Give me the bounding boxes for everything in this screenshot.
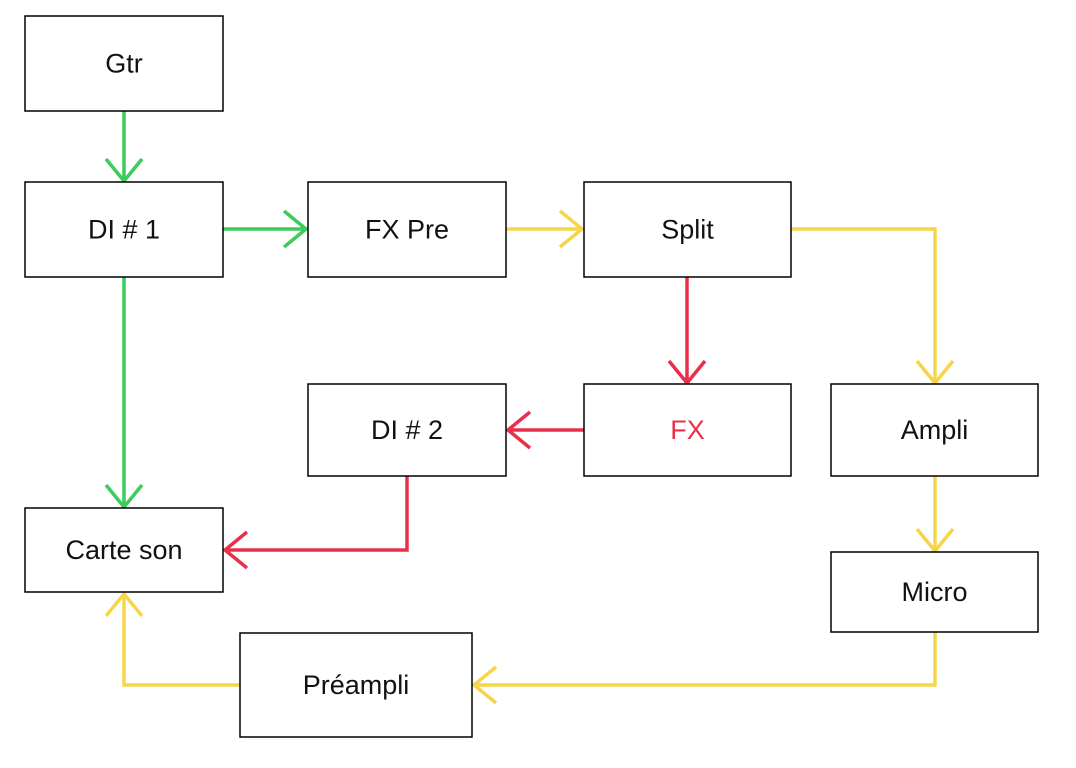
arrowhead bbox=[104, 157, 144, 184]
arrowhead bbox=[471, 665, 498, 705]
edge-di1-carte bbox=[104, 277, 144, 510]
node-ampli: Ampli bbox=[830, 383, 1039, 477]
edge-line bbox=[474, 632, 937, 687]
node-micro: Micro bbox=[830, 551, 1039, 633]
node-label: Carte son bbox=[65, 535, 182, 565]
node-label: DI # 2 bbox=[371, 415, 443, 445]
node-di1: DI # 1 bbox=[24, 181, 224, 278]
node-box bbox=[830, 551, 1039, 633]
arrowhead bbox=[667, 359, 707, 386]
node-gtr: Gtr bbox=[24, 15, 224, 112]
node-box bbox=[307, 181, 507, 278]
node-box bbox=[307, 383, 507, 477]
node-box bbox=[24, 15, 224, 112]
node-split: Split bbox=[583, 181, 792, 278]
node-label: Préampli bbox=[303, 670, 410, 700]
edge-line bbox=[791, 227, 937, 383]
edge-di2-carte bbox=[222, 476, 409, 570]
node-label: Ampli bbox=[901, 415, 969, 445]
arrowhead bbox=[104, 591, 144, 618]
node-label: Micro bbox=[902, 577, 968, 607]
edge-micro-preampli bbox=[471, 632, 937, 705]
edge-split-fx bbox=[667, 277, 707, 386]
node-box bbox=[239, 632, 473, 738]
arrowhead bbox=[505, 410, 532, 450]
node-box bbox=[583, 383, 792, 477]
node-box bbox=[24, 181, 224, 278]
edge-di1-fxpre bbox=[223, 209, 309, 249]
node-label: FX bbox=[670, 415, 705, 445]
edge-fx-di2 bbox=[505, 410, 584, 450]
node-carte: Carte son bbox=[24, 507, 224, 593]
arrowhead bbox=[282, 209, 309, 249]
node-label: FX Pre bbox=[365, 215, 449, 245]
node-fxpre: FX Pre bbox=[307, 181, 507, 278]
node-label: Gtr bbox=[105, 49, 143, 79]
edge-split-ampli bbox=[791, 227, 955, 386]
edge-fxpre-split bbox=[506, 209, 585, 249]
arrowhead bbox=[222, 530, 249, 570]
arrowhead bbox=[104, 483, 144, 510]
edge-line bbox=[122, 594, 240, 687]
edge-preampli-carte bbox=[104, 591, 240, 687]
node-box bbox=[24, 507, 224, 593]
edges-layer bbox=[104, 111, 955, 705]
node-label: Split bbox=[661, 215, 714, 245]
arrowhead bbox=[915, 527, 955, 554]
edge-ampli-micro bbox=[915, 476, 955, 554]
node-di2: DI # 2 bbox=[307, 383, 507, 477]
edge-line bbox=[225, 476, 409, 552]
arrowhead bbox=[915, 359, 955, 386]
node-box bbox=[830, 383, 1039, 477]
node-preampli: Préampli bbox=[239, 632, 473, 738]
edge-gtr-di1 bbox=[104, 111, 144, 184]
node-box bbox=[583, 181, 792, 278]
arrowhead bbox=[558, 209, 585, 249]
node-label: DI # 1 bbox=[88, 215, 160, 245]
node-fx: FX bbox=[583, 383, 792, 477]
